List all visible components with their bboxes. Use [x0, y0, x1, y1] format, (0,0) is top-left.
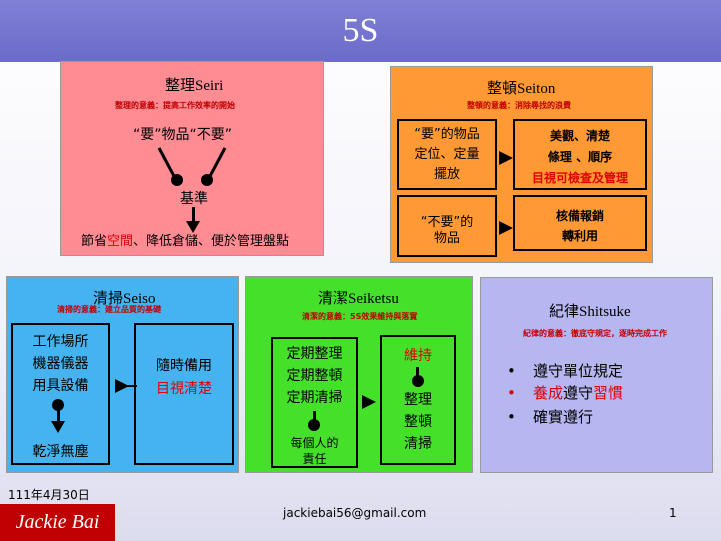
seiso-right-box: 隨時備用 目視清楚	[134, 323, 234, 465]
seiso-left-line2: 機器儀器	[32, 356, 89, 372]
shitsuke-bullet-2: •養成遵守習慣	[507, 383, 624, 403]
seiton-nowant-box: “不要”的 物品	[397, 195, 497, 257]
seiketsu-right-top: 維持	[404, 348, 432, 364]
seiton-want-box: “要”的物品 定位、定量 擺放	[397, 119, 497, 190]
seiketsu-title: 清潔Seiketsu	[318, 289, 399, 307]
seiso-subtitle: 清掃的意義：建立品質的基礎	[57, 305, 161, 314]
seiketsu-left-dot	[308, 419, 320, 431]
seiton-panel: 整頓Seiton 整頓的意義：消除尋找的浪費 “要”的物品 定位、定量 擺放 美…	[390, 66, 653, 263]
seiton-arrow-top	[499, 151, 513, 165]
seiso-right-line1: 隨時備用	[156, 358, 212, 374]
shitsuke-subtitle: 紀律的意義：徹底守規定，逐時完成工作	[523, 329, 667, 338]
seiketsu-right-line1: 整理	[404, 392, 432, 408]
page-number: 1	[669, 506, 677, 520]
seiketsu-left-line3: 定期清掃	[286, 390, 343, 406]
bullet-icon: •	[507, 361, 516, 380]
seiton-dispose-box: 核備報銷 轉利用	[513, 195, 647, 251]
seiri-arrow-line	[192, 207, 195, 223]
shitsuke-title: 紀律Shitsuke	[549, 302, 631, 320]
seiri-subtitle: 整理的意義：提高工作效率的開始	[115, 101, 235, 110]
shitsuke-panel: 紀律Shitsuke 紀律的意義：徹底守規定，逐時完成工作 •遵守單位規定 •養…	[480, 277, 713, 473]
shitsuke-bullet-3: •確實遵行	[507, 407, 594, 427]
seiketsu-left-box: 定期整理 定期整頓 定期清掃 每個人的 責任	[271, 337, 358, 468]
seiri-line-left	[157, 147, 177, 179]
seiso-left-box: 工作場所 機器儀器 用具設備 乾淨無塵	[11, 323, 110, 465]
seiri-basis-text: 基準	[180, 191, 208, 207]
seiso-dot	[52, 399, 64, 411]
seiso-arrow-right	[115, 379, 129, 393]
seiton-title: 整頓Seiton	[487, 79, 556, 97]
seiketsu-left-line	[313, 411, 316, 425]
seiso-arrow-line	[57, 409, 60, 423]
footer-date: 111年4月30日	[8, 488, 90, 502]
seiketsu-right-line3: 清掃	[404, 436, 432, 452]
shitsuke-bullet-1: •遵守單位規定	[507, 361, 624, 381]
seiton-subtitle: 整頓的意義：消除尋找的浪費	[467, 101, 571, 110]
seiri-want-text: “要”物品“不要”	[133, 127, 233, 143]
footer-author: Jackie Bai	[0, 504, 115, 541]
seiketsu-right-line2: 整頓	[404, 414, 432, 430]
seiketsu-left-bottom2: 責任	[302, 452, 327, 466]
title-bar: 5S	[0, 0, 721, 62]
seiri-bottom-text: 節省空間、降低倉儲、便於管理盤點	[81, 234, 290, 249]
seiri-dot-left	[171, 174, 183, 186]
seiketsu-left-line1: 定期整理	[286, 346, 343, 362]
seiketsu-right-dot	[412, 375, 424, 387]
seiton-arrow-bottom	[499, 221, 513, 235]
bullet-icon: •	[507, 383, 516, 402]
seiketsu-left-bottom1: 每個人的	[290, 436, 339, 450]
seiri-dot-right	[201, 174, 213, 186]
seiso-right-line2: 目視清楚	[156, 381, 212, 397]
footer-email: jackiebai56@gmail.com	[283, 506, 427, 520]
seiri-line-right	[207, 147, 227, 179]
slide-title: 5S	[342, 12, 379, 49]
seiso-left-line3: 用具設備	[32, 378, 89, 394]
seiketsu-left-line2: 定期整頓	[286, 368, 343, 384]
seiketsu-arrow-right	[362, 395, 376, 409]
seiso-arrow-head	[51, 421, 65, 433]
seiso-panel: 清掃Seiso 清掃的意義：建立品質的基礎 工作場所 機器儀器 用具設備 乾淨無…	[6, 276, 239, 473]
seiketsu-right-box: 維持 整理 整頓 清掃	[380, 335, 456, 465]
seiso-left-result: 乾淨無塵	[32, 444, 89, 460]
seiso-left-line1: 工作場所	[32, 334, 89, 350]
seiton-result-box: 美觀、清楚 條理 、順序 目視可檢查及管理	[513, 119, 647, 190]
bullet-icon: •	[507, 407, 516, 426]
seiri-panel: 整理Seiri 整理的意義：提高工作效率的開始 “要”物品“不要” 基準 節省空…	[60, 61, 324, 256]
seiketsu-panel: 清潔Seiketsu 清潔的意義：5S效果維持與落實 定期整理 定期整頓 定期清…	[245, 276, 473, 473]
seiketsu-right-line	[416, 367, 419, 377]
seiri-arrow-head	[186, 221, 200, 233]
seiketsu-subtitle: 清潔的意義：5S效果維持與落實	[302, 312, 418, 321]
seiri-title: 整理Seiri	[165, 76, 224, 94]
seiso-title: 清掃Seiso	[93, 289, 156, 307]
seiri-diagram	[157, 147, 227, 186]
seiso-arrow-stem	[127, 385, 137, 387]
